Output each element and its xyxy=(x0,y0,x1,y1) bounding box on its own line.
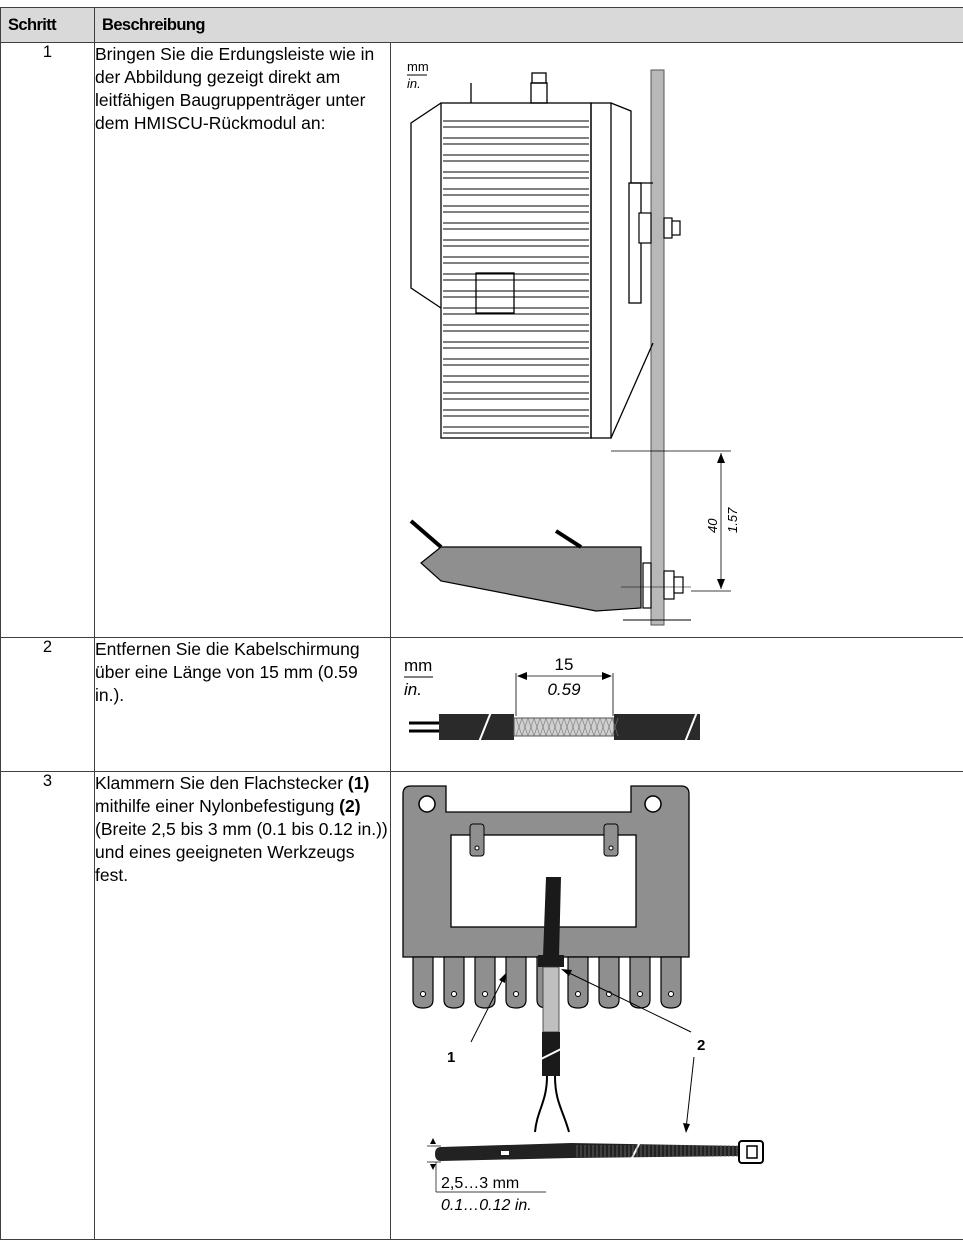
cable xyxy=(409,711,700,743)
cable-shield-braid xyxy=(515,717,619,737)
table-row: 2 Entfernen Sie die Kabelschirmung über … xyxy=(0,637,963,772)
table-row: 1 Bringen Sie die Erdungsleiste wie in d… xyxy=(0,42,963,638)
step-description: Bringen Sie die Erdungsleiste wie in der… xyxy=(94,42,391,638)
unit-in-label: in. xyxy=(404,680,422,699)
text-part: (Breite 2,5 bis 3 mm (0.1 bis 0.12 in.))… xyxy=(95,819,388,885)
callout-ref-1: (1) xyxy=(347,773,370,793)
callout-2: 2 xyxy=(697,1037,705,1054)
callout-1: 1 xyxy=(447,1049,455,1066)
table-header-row: Schritt Beschreibung xyxy=(0,7,963,43)
grounding-bar xyxy=(409,519,691,612)
cable-tie-teeth xyxy=(576,1145,738,1157)
step-number: 2 xyxy=(0,637,95,772)
cooling-fins xyxy=(443,120,589,434)
grounding-bracket xyxy=(402,785,690,958)
figure-cable-stripping: mm in. 15 0.59 xyxy=(389,637,963,772)
hmiscu-module xyxy=(410,72,654,439)
unit-mm-label: mm xyxy=(404,656,432,675)
header-beschreibung: Beschreibung xyxy=(93,7,963,43)
rail-nut-top xyxy=(638,212,681,244)
shielded-cable xyxy=(534,877,570,1133)
step-description: Entfernen Sie die Kabelschirmung über ei… xyxy=(94,637,391,772)
clamp-diagram: 1 2 xyxy=(402,785,764,1214)
callout-ref-2: (2) xyxy=(339,796,361,816)
step-number: 1 xyxy=(0,42,95,638)
dim-tie-width-in: 0.1…0.12 in. xyxy=(441,1197,532,1214)
mounting-rail xyxy=(650,69,665,626)
text-part: Klammern Sie den Flachstecker xyxy=(95,773,348,793)
step-description: Klammern Sie den Flachstecker (1) mithil… xyxy=(94,771,391,1240)
dim-157-in: 1.57 xyxy=(725,507,740,533)
dim-15-mm: 15 xyxy=(555,655,574,674)
unit-in-label: in. xyxy=(407,76,421,91)
dim-tie-width-mm: 2,5…3 mm xyxy=(441,1175,519,1192)
nylon-cable-tie xyxy=(435,1139,764,1165)
figure-grounding-bar-mounting: mm in. xyxy=(389,42,963,638)
table-row: 3 Klammern Sie den Flachstecker (1) mith… xyxy=(0,771,963,1240)
cable-strip-diagram: mm in. 15 0.59 xyxy=(404,655,700,743)
figure-cable-clamping: 1 2 xyxy=(389,771,963,1240)
mounting-diagram: mm in. xyxy=(407,59,740,626)
header-schritt: Schritt xyxy=(0,7,95,43)
dim-40-mm: 40 xyxy=(705,518,720,533)
unit-mm-label: mm xyxy=(407,59,429,74)
text-part: mithilfe einer Nylonbefestigung xyxy=(95,796,340,816)
step-number: 3 xyxy=(0,771,95,1240)
dim-059-in: 0.59 xyxy=(547,680,581,699)
steps-table: Schritt Beschreibung 1 Bringen Sie die E… xyxy=(0,7,963,1240)
